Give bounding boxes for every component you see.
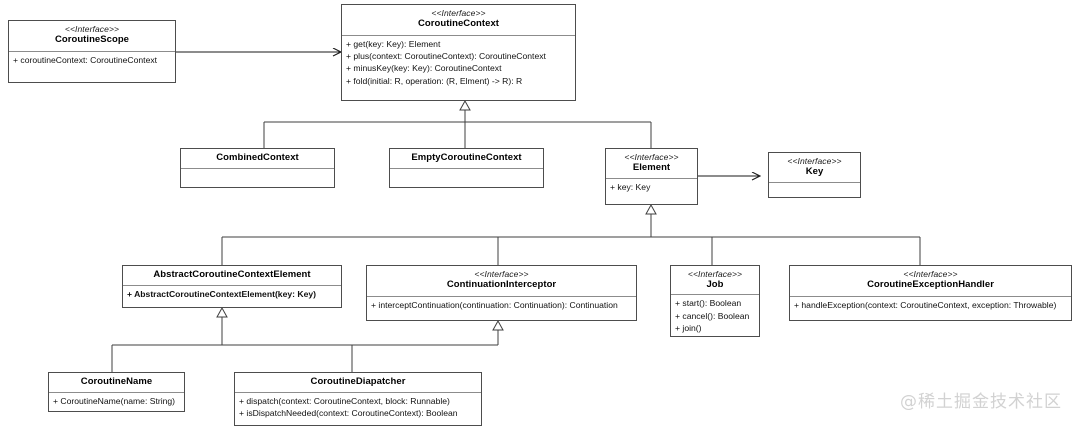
class-header: CoroutineName <box>49 373 184 393</box>
class-box-combined-context[interactable]: CombinedContext <box>180 148 335 188</box>
class-name: Job <box>706 279 724 291</box>
class-members <box>181 169 334 187</box>
member-row: + handleException(context: CoroutineCont… <box>794 300 1057 310</box>
member-row: + interceptContinuation(continuation: Co… <box>371 300 618 310</box>
class-name: CoroutineName <box>80 376 153 387</box>
member-row: + isDispatchNeeded(context: CoroutineCon… <box>239 408 458 419</box>
class-name: CoroutineContext <box>417 18 500 30</box>
member-row: + dispatch(context: CoroutineContext, bl… <box>239 396 450 406</box>
class-members: + get(key: Key): Element + plus(context:… <box>342 36 575 100</box>
member-row: + coroutineContext: CoroutineContext <box>13 55 158 65</box>
class-box-coroutine-context[interactable]: <<Interface>> CoroutineContext + get(key… <box>341 4 576 101</box>
member-row: + start(): Boolean <box>675 298 742 309</box>
member-row: + cancel(): Boolean <box>675 310 750 321</box>
class-header: <<Interface>> Key <box>769 153 860 183</box>
class-header: CoroutineDiapatcher <box>235 373 481 393</box>
class-header: <<Interface>> CoroutineScope <box>9 21 175 52</box>
class-name: AbstractCoroutineContextElement <box>153 269 311 280</box>
class-box-element[interactable]: <<Interface>> Element + key: Key <box>605 148 698 205</box>
class-header: <<Interface>> CoroutineExceptionHandler <box>790 266 1071 297</box>
member-row: + CoroutineName(name: String) <box>53 396 176 406</box>
generalization-arrow-element <box>645 203 657 215</box>
generalization-arrow-coroutine-context <box>459 99 471 111</box>
member-row: + fold(initial: R, operation: (R, Elment… <box>346 75 523 86</box>
class-header: EmptyCoroutineContext <box>390 149 543 169</box>
member-row: + minusKey(key: Key): CoroutineContext <box>346 63 502 74</box>
class-members: + key: Key <box>606 179 697 204</box>
class-header: <<Interface>> CoroutineContext <box>342 5 575 36</box>
class-members: + AbstractCoroutineContextElement(key: K… <box>123 286 341 307</box>
class-name: ContinuationInterceptor <box>446 279 557 291</box>
stereotype-label: <<Interface>> <box>787 156 842 166</box>
class-box-empty-coroutine-context[interactable]: EmptyCoroutineContext <box>389 148 544 188</box>
class-members: + interceptContinuation(continuation: Co… <box>367 297 636 320</box>
class-box-key[interactable]: <<Interface>> Key <box>768 152 861 198</box>
member-row: + AbstractCoroutineContextElement(key: K… <box>127 289 317 299</box>
class-box-continuation-interceptor[interactable]: <<Interface>> ContinuationInterceptor + … <box>366 265 637 321</box>
class-name: CombinedContext <box>216 152 299 163</box>
class-members: + CoroutineName(name: String) <box>49 393 184 411</box>
class-members <box>769 183 860 197</box>
stereotype-label: <<Interface>> <box>64 24 120 34</box>
class-box-coroutine-name[interactable]: CoroutineName + CoroutineName(name: Stri… <box>48 372 185 412</box>
class-members: + coroutineContext: CoroutineContext <box>9 52 175 82</box>
class-box-job[interactable]: <<Interface>> Job + start(): Boolean + c… <box>670 265 760 337</box>
generalization-arrow-abstract-element <box>216 306 228 318</box>
stereotype-label: <<Interface>> <box>431 8 486 18</box>
watermark-text: @稀土掘金技术社区 <box>900 392 1062 412</box>
class-name: Key <box>805 166 824 178</box>
class-members: + dispatch(context: CoroutineContext, bl… <box>235 393 481 425</box>
class-header: <<Interface>> Job <box>671 266 759 296</box>
class-name: CoroutineExceptionHandler <box>867 279 994 291</box>
stereotype-label: <<Interface>> <box>687 269 743 279</box>
class-header: <<Interface>> ContinuationInterceptor <box>367 266 636 297</box>
class-members <box>390 169 543 187</box>
class-name: CoroutineDiapatcher <box>310 376 406 387</box>
member-row: + key: Key <box>610 182 651 192</box>
class-name: CoroutineScope <box>54 34 130 46</box>
member-row: + get(key: Key): Element <box>346 39 441 49</box>
class-members: + start(): Boolean + cancel(): Boolean +… <box>671 295 759 336</box>
class-box-abstract-coroutine-context-element[interactable]: AbstractCoroutineContextElement + Abstra… <box>122 265 342 308</box>
class-header: CombinedContext <box>181 149 334 169</box>
class-header: <<Interface>> Element <box>606 149 697 179</box>
class-box-coroutine-dispatcher[interactable]: CoroutineDiapatcher + dispatch(context: … <box>234 372 482 426</box>
stereotype-label: <<Interface>> <box>903 269 958 279</box>
stereotype-label: <<Interface>> <box>474 269 529 279</box>
class-name: EmptyCoroutineContext <box>411 152 522 163</box>
class-box-coroutine-scope[interactable]: <<Interface>> CoroutineScope + coroutine… <box>8 20 176 83</box>
class-box-coroutine-exception-handler[interactable]: <<Interface>> CoroutineExceptionHandler … <box>789 265 1072 321</box>
member-row: + plus(context: CoroutineContext): Corou… <box>346 51 546 62</box>
member-row: + join() <box>675 322 702 333</box>
class-members: + handleException(context: CoroutineCont… <box>790 297 1071 320</box>
stereotype-label: <<Interface>> <box>624 152 679 162</box>
generalization-arrow-continuation-interceptor <box>492 319 504 331</box>
class-name: Element <box>632 162 671 174</box>
class-header: AbstractCoroutineContextElement <box>123 266 341 286</box>
